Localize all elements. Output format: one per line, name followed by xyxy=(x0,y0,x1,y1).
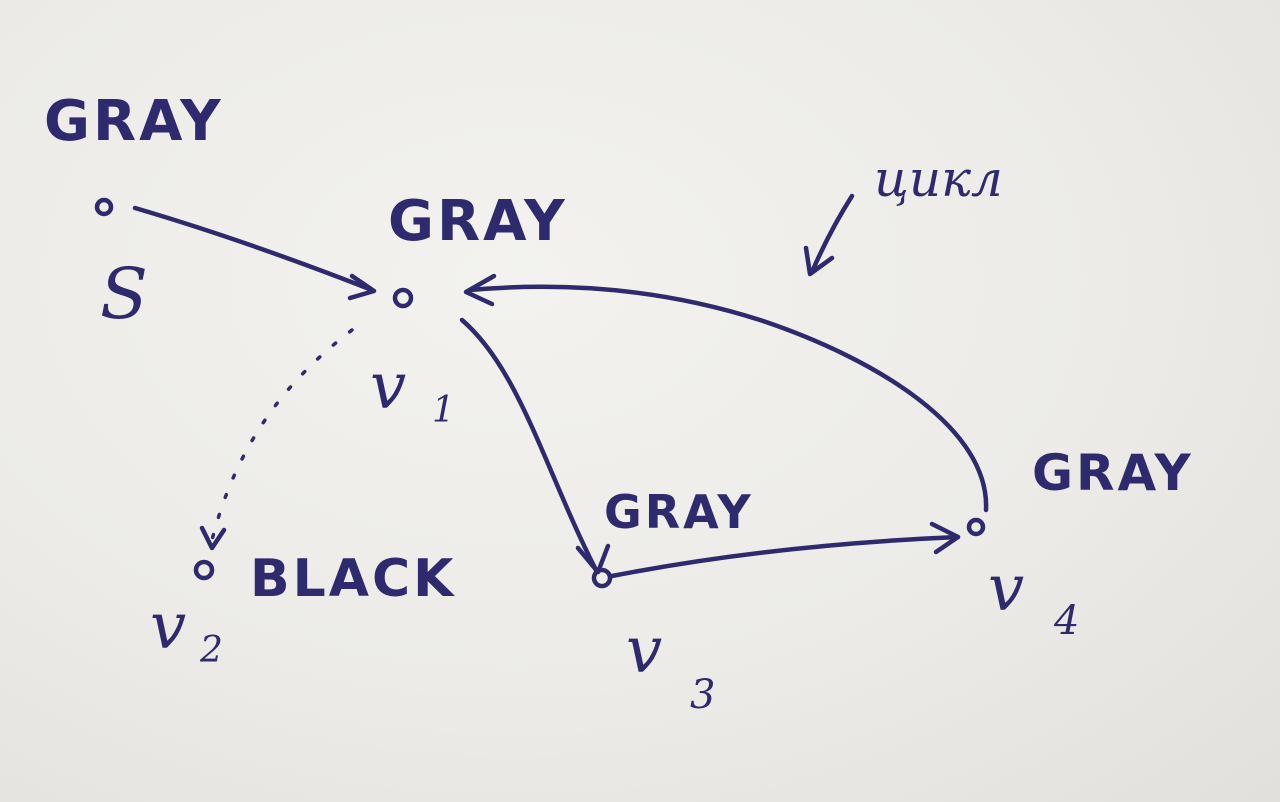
label-v1-color: GRAY xyxy=(388,189,568,254)
label-v3-name: v xyxy=(626,614,662,688)
node-v2 xyxy=(193,559,215,581)
edge-v3-v4 xyxy=(609,534,961,579)
node-v4 xyxy=(966,517,986,537)
edge-v1-v3 xyxy=(459,317,599,573)
label-v3-color: GRAY xyxy=(604,485,754,539)
cycle-annotation: цикл xyxy=(874,150,1003,208)
label-v2-color: BLACK xyxy=(250,549,456,609)
node-v3 xyxy=(591,567,613,589)
label-v4-index: 4 xyxy=(1053,598,1079,644)
node-s xyxy=(94,197,114,217)
cycle-annotation-arrow xyxy=(809,193,855,275)
edge-s-v1-arrowhead xyxy=(347,273,377,301)
label-v2-index: 2 xyxy=(199,630,223,671)
label-s-color: GRAY xyxy=(44,89,224,154)
edge-s-v1 xyxy=(132,205,375,293)
label-v2-name: v xyxy=(150,590,186,664)
label-v1-name: v xyxy=(370,350,406,424)
edge-v1-v2-dotted xyxy=(210,328,354,542)
cycle-annotation-arrowhead xyxy=(803,245,835,277)
label-v4-name: v xyxy=(988,552,1024,626)
edge-v4-v1-arrowhead xyxy=(463,273,497,307)
label-v4-color: GRAY xyxy=(1032,444,1194,502)
node-v1 xyxy=(392,287,414,309)
label-v3-index: 3 xyxy=(690,672,715,718)
edge-v1-v2-arrowhead xyxy=(199,525,227,551)
edge-v3-v4-arrowhead xyxy=(929,521,961,555)
edge-v4-v1 xyxy=(467,284,989,513)
label-v1-index: 1 xyxy=(432,390,455,431)
label-s-name: S xyxy=(100,253,148,335)
